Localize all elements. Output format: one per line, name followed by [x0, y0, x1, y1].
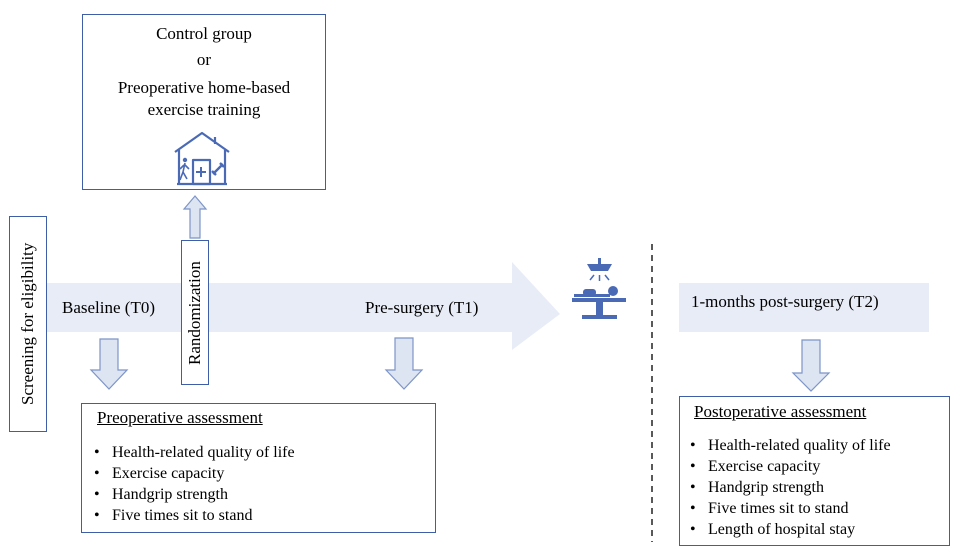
baseline-label: Baseline (T0)	[62, 298, 155, 317]
preoperative-assessment-box: Preoperative assessment Health-related q…	[81, 403, 436, 533]
control-group-box: Control group or Preoperative home-based…	[82, 14, 326, 190]
down-arrow-postsurgery	[791, 339, 831, 392]
list-item: Exercise capacity	[684, 456, 891, 477]
list-item: Handgrip strength	[684, 477, 891, 498]
screening-box: Screening for eligibility	[9, 216, 47, 432]
postoperative-list: Health-related quality of life Exercise …	[684, 435, 891, 540]
exercise-training-line1: Preoperative home-based	[117, 78, 291, 97]
screening-label: Screening for eligibility	[18, 242, 37, 406]
list-item: Handgrip strength	[88, 484, 295, 505]
postsurgery-label: 1-months post-surgery (T2)	[691, 292, 879, 311]
list-item: Health-related quality of life	[88, 442, 295, 463]
preoperative-list: Health-related quality of life Exercise …	[88, 442, 295, 526]
preoperative-heading: Preoperative assessment	[97, 408, 263, 427]
down-arrow-baseline	[89, 338, 129, 390]
list-item: Length of hospital stay	[684, 519, 891, 540]
house-icon	[174, 131, 230, 186]
up-arrow-randomization	[182, 195, 208, 239]
control-group-line: Control group	[156, 24, 252, 43]
postoperative-heading: Postoperative assessment	[694, 402, 867, 421]
surgery-bed-icon	[572, 258, 626, 319]
postoperative-assessment-box: Postoperative assessment Health-related …	[679, 396, 950, 546]
or-line: or	[196, 50, 212, 69]
exercise-training-line2: exercise training	[147, 100, 261, 119]
randomization-label: Randomization	[185, 261, 204, 366]
list-item: Five times sit to stand	[684, 498, 891, 519]
list-item: Health-related quality of life	[684, 435, 891, 456]
presurgery-label: Pre-surgery (T1)	[365, 298, 479, 317]
postsurgery-band	[679, 283, 929, 332]
down-arrow-presurgery	[384, 337, 424, 390]
randomization-box: Randomization	[181, 240, 209, 385]
list-item: Five times sit to stand	[88, 505, 295, 526]
list-item: Exercise capacity	[88, 463, 295, 484]
